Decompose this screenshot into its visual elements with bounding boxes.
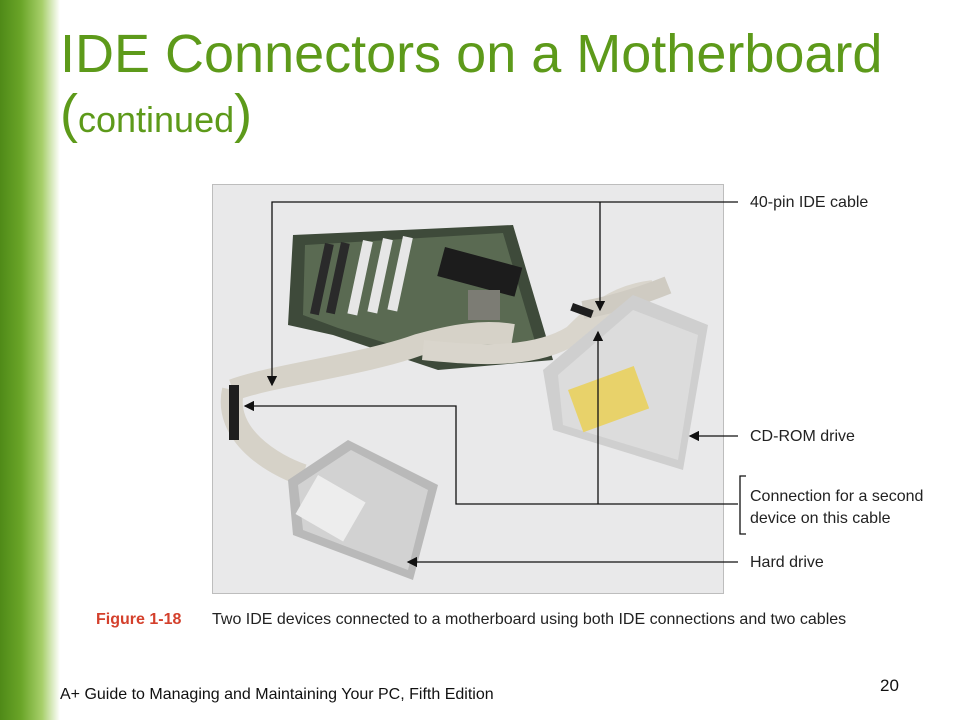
label-second-device-2: device on this cable: [750, 510, 891, 527]
slide-title: IDE Connectors on a Motherboard (continu…: [60, 24, 920, 150]
label-hard-drive: Hard drive: [750, 554, 824, 571]
figure-photo-drawing: [220, 225, 708, 580]
label-cdrom: CD-ROM drive: [750, 428, 855, 445]
title-small: continued: [77, 99, 235, 140]
chipset: [468, 290, 500, 320]
title-main: IDE Connectors on a Motherboard (: [60, 24, 883, 144]
label-second-device-1: Connection for a second: [750, 488, 924, 505]
figure-number: Figure 1-18: [96, 611, 182, 628]
page-number: 20: [880, 676, 899, 695]
ribbon-cable-hd-lower: [220, 387, 307, 486]
footer-book-title: A+ Guide to Managing and Maintaining You…: [60, 686, 494, 703]
figure-caption: Two IDE devices connected to a motherboa…: [212, 611, 847, 628]
callout-bracket: [739, 475, 746, 535]
figure-photo: [212, 184, 724, 594]
label-ide-cable: 40-pin IDE cable: [750, 194, 869, 211]
left-accent-bar: [0, 0, 60, 720]
title-close: ): [234, 84, 253, 144]
ide-connector-hd: [229, 385, 239, 440]
